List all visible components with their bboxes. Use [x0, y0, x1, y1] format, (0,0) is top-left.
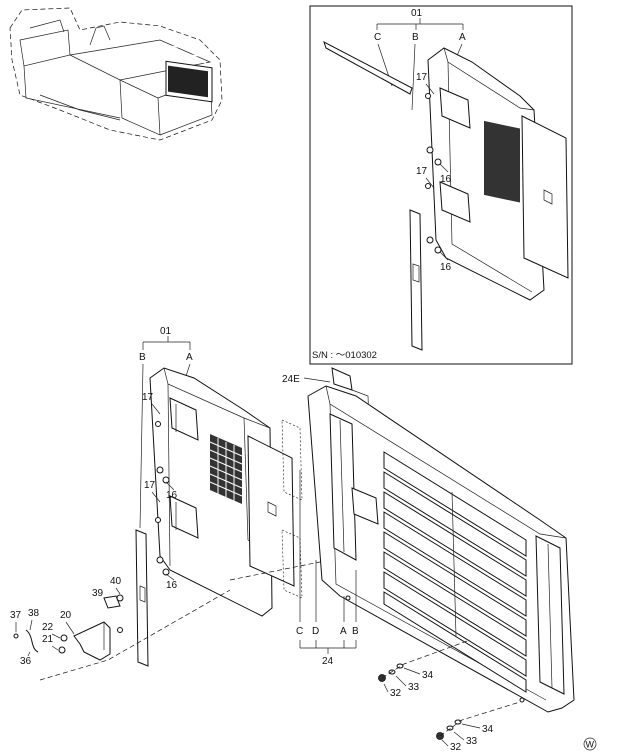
main-part-16b: 16: [166, 580, 178, 591]
grille-letter-c: C: [296, 626, 303, 637]
main-assembly-label: 01: [160, 326, 172, 337]
corner-mark: W: [583, 737, 597, 751]
inset-assembly-label: 01: [411, 8, 423, 19]
machine-overview: [9, 7, 223, 141]
grille-letter-a: A: [340, 626, 347, 637]
radiator-grille: 24E C D A: [282, 367, 575, 713]
grille-letter-b: B: [352, 626, 359, 637]
fasteners-group-a: 34 33 32: [378, 639, 471, 699]
part-24-label: 24: [322, 656, 334, 667]
part-20-label: 20: [60, 610, 72, 621]
part-40-label: 40: [110, 576, 122, 587]
inset-letter-b: B: [412, 32, 419, 43]
part-34a-label: 34: [422, 670, 434, 681]
inset-part-16a: 16: [440, 174, 452, 185]
door-assembly: 01 B A 17: [135, 326, 331, 667]
part-36-label: 36: [20, 656, 32, 667]
inset-letter-c: C: [374, 32, 381, 43]
part-34b-label: 34: [482, 724, 494, 735]
inset-earlier-serial: 01 C B A 17 16 17 16: [309, 5, 573, 365]
main-letter-b: B: [139, 352, 146, 363]
part-32a-label: 32: [390, 688, 402, 699]
corner-mark-letter: W: [586, 740, 595, 750]
grille-letter-d: D: [312, 626, 319, 637]
inset-bolts: [425, 93, 442, 254]
part-21-label: 21: [42, 634, 54, 645]
main-part-16a: 16: [166, 490, 178, 501]
inset-part-17b: 17: [416, 166, 428, 177]
main-vent-grid: [209, 434, 243, 504]
part-38-label: 38: [28, 608, 40, 619]
part-32b-label: 32: [450, 742, 462, 753]
main-letter-a: A: [186, 352, 193, 363]
part-33a-label: 33: [408, 682, 420, 693]
fasteners-group-b: 34 33 32: [436, 701, 521, 753]
inset-part-17a: 17: [416, 72, 428, 83]
inset-vent-grid: [484, 120, 520, 203]
inset-part-16b: 16: [440, 262, 452, 273]
inset-letter-a: A: [459, 32, 466, 43]
main-part-17a: 17: [142, 392, 154, 403]
part-37-label: 37: [10, 610, 22, 621]
hardware-bracket: 40 39 37 38 20 22 21 36: [10, 576, 231, 681]
main-part-17b: 17: [144, 480, 156, 491]
inset-serial-note: S/N : ～010302: [312, 350, 377, 361]
overview-highlight-grille: [168, 45, 208, 98]
part-22-label: 22: [42, 622, 54, 633]
part-33b-label: 33: [466, 736, 478, 747]
part-39-label: 39: [92, 588, 104, 599]
part-24e-label: 24E: [282, 374, 300, 385]
grille-louvers: [383, 451, 527, 693]
main-bolts: [155, 421, 170, 576]
